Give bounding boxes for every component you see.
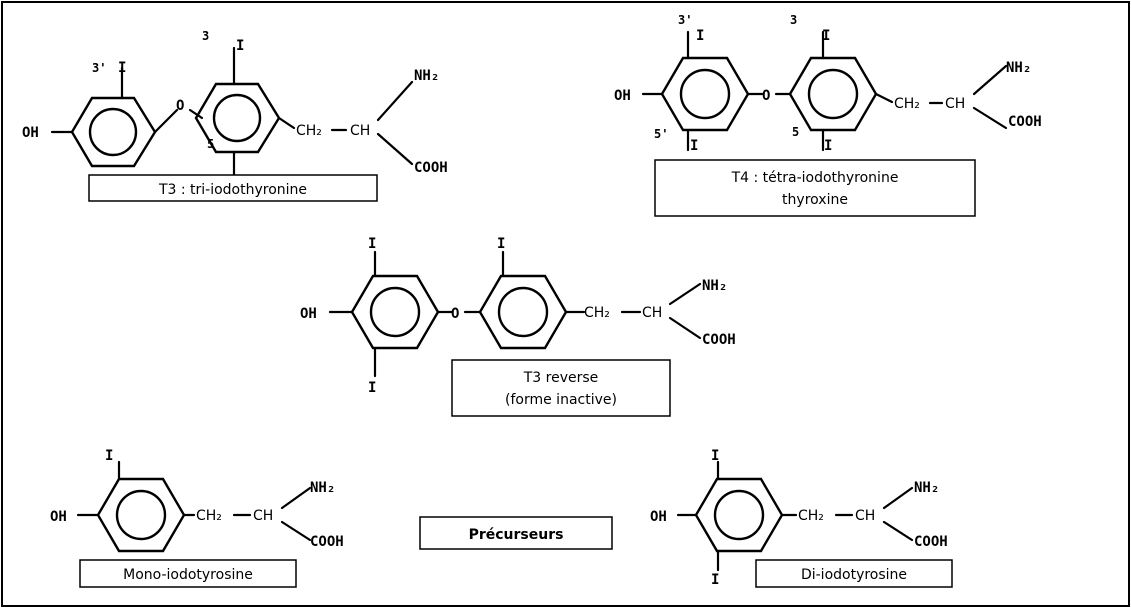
t4-label-box [654, 159, 976, 217]
rt3-ring-a [350, 274, 440, 350]
mit-ring [96, 477, 186, 553]
t4-ch2: CH₂ [894, 96, 920, 112]
rt3-cooh: COOH [702, 332, 736, 348]
rt3-label-line1: T3 reverse [523, 370, 599, 386]
mit-ch: CH [253, 508, 273, 524]
t3-pos-3prime: 3' [92, 61, 106, 75]
t4-label-line1: T4 : tétra-iodothyronine [731, 170, 899, 186]
mit-nh2: NH₂ [310, 480, 335, 496]
rt3-ring-b [478, 274, 568, 350]
t4-label-line2: thyroxine [782, 192, 848, 208]
dit-iodine-top: I [711, 448, 719, 464]
rt3-oh: OH [300, 306, 317, 322]
rt3-iodine-prime: I [497, 236, 505, 252]
mit-iodine: I [105, 448, 113, 464]
mit-cooh: COOH [310, 534, 344, 550]
mit-label-box [79, 559, 297, 588]
mit-label: Mono-iodotyrosine [123, 567, 253, 583]
t4-iodine-5prime: I [690, 138, 698, 154]
t3-label: T3 : tri-iodothyronine [158, 182, 307, 198]
t4-iodine-3: I [822, 28, 830, 44]
t4-ether-o: O [762, 88, 770, 104]
dit-ring [694, 477, 784, 553]
dit-label-box [755, 559, 953, 588]
rt3-iodine-top: I [368, 236, 376, 252]
t3-iodine-3prime: I [118, 60, 126, 76]
t4-pos-3prime: 3' [678, 13, 692, 27]
t4-ch: CH [945, 96, 965, 112]
dit-iodine-bottom: I [711, 572, 719, 588]
dit-nh2: NH₂ [914, 480, 939, 496]
rt3-label-line2: (forme inactive) [505, 392, 617, 408]
t3-ether-o: O [176, 98, 184, 114]
t3-oh: OH [22, 125, 39, 141]
dit-oh: OH [650, 509, 667, 525]
precurseurs-box [419, 516, 613, 550]
mit-oh: OH [50, 509, 67, 525]
rt3-ether-o: O [451, 306, 459, 322]
t3-ch: CH [350, 123, 370, 139]
t4-cooh: COOH [1008, 114, 1042, 130]
t3-cooh: COOH [414, 160, 448, 176]
rt3-iodine-bottom: I [368, 380, 376, 396]
dit-ch2: CH₂ [798, 508, 824, 524]
t3-ch2: CH₂ [296, 123, 322, 139]
rt3-nh2: NH₂ [702, 278, 727, 294]
t4-iodine-3prime: I [696, 28, 704, 44]
t3-pos-3: 3 [202, 29, 209, 43]
precurseurs-label: Précurseurs [469, 527, 564, 543]
dit-cooh: COOH [914, 534, 948, 550]
t4-pos-5prime: 5' [654, 127, 668, 141]
mit-ch2: CH₂ [196, 508, 222, 524]
t4-nh2: NH₂ [1006, 60, 1031, 76]
rt3-structure: OH I I O I CH₂ CH NH₂ COOH [300, 236, 736, 396]
t4-iodine-5: I [824, 138, 832, 154]
t4-pos-3: 3 [790, 13, 797, 27]
t3-label-box [88, 174, 378, 202]
mit-structure: OH I CH₂ CH NH₂ COOH [50, 448, 344, 553]
rt3-ch: CH [642, 305, 662, 321]
rt3-label-box [451, 359, 671, 417]
t4-pos-5: 5 [792, 125, 799, 139]
t3-nh2: NH₂ [414, 68, 439, 84]
dit-structure: OH I I CH₂ CH NH₂ COOH [650, 448, 948, 588]
t3-structure: OH 3' I O 3 I 5 I CH₂ CH NH₂ COOH [22, 29, 448, 202]
t4-oh: OH [614, 88, 631, 104]
rt3-ch2: CH₂ [584, 305, 610, 321]
dit-label: Di-iodotyrosine [801, 567, 907, 583]
t4-structure: OH 3' I 5' I O 3 I 5 I CH₂ CH NH₂ COOH [614, 13, 1042, 154]
t3-pos-5: 5 [207, 137, 214, 151]
dit-ch: CH [855, 508, 875, 524]
t3-iodine-3: I [236, 38, 244, 54]
